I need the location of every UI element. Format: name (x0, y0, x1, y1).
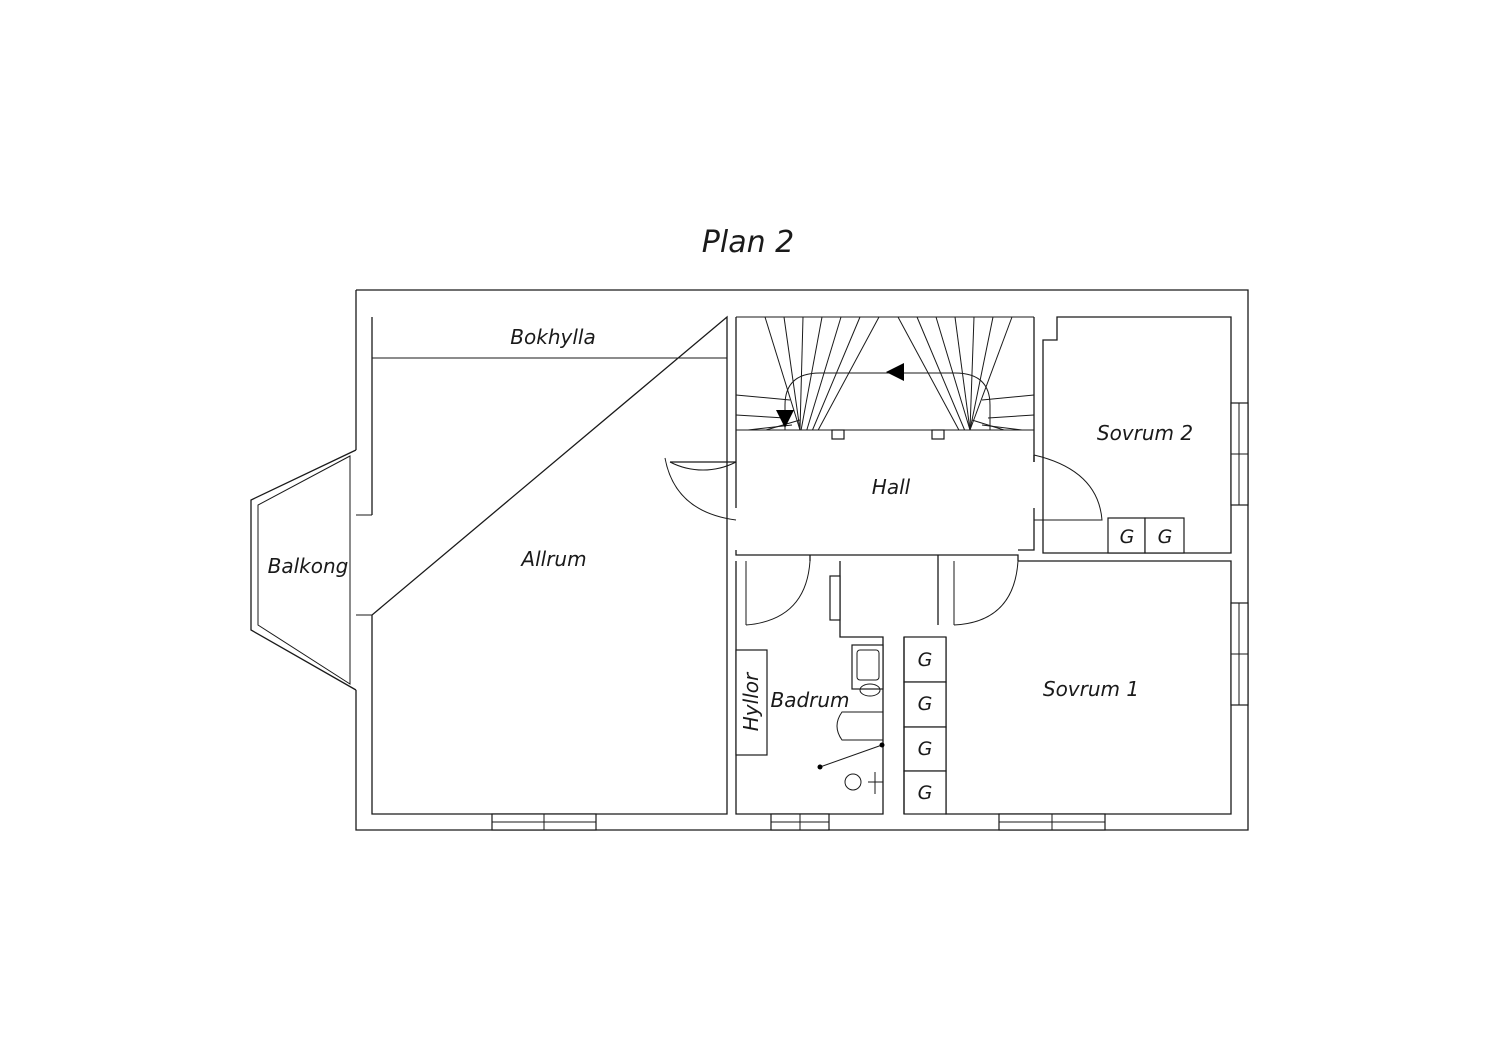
badrum-room (735, 560, 885, 831)
closet-label: G (1120, 526, 1135, 548)
outer-walls (355, 289, 1249, 831)
allrum-window (491, 813, 597, 831)
room-label-balkong: Balkong (268, 554, 349, 578)
stair-arrow-down-icon (776, 410, 794, 428)
room-label-sovrum2: Sovrum 2 (1097, 421, 1193, 445)
room-label-allrum: Allrum (519, 547, 586, 571)
plan-title: Plan 2 (702, 225, 794, 260)
staircase (735, 316, 1035, 462)
hall-walls (664, 454, 1103, 561)
balcony (250, 449, 357, 691)
closet-label: G (1158, 526, 1173, 548)
closet-label: G (918, 782, 933, 804)
room-label-sovrum1: Sovrum 1 (1043, 677, 1139, 701)
sovrum1-closets: G G G G (903, 636, 947, 815)
room-label-bokhylla: Bokhylla (510, 325, 595, 349)
closet-label: G (918, 649, 933, 671)
closet-label: G (918, 738, 933, 760)
allrum-room (356, 357, 727, 616)
room-label-badrum: Badrum (770, 688, 849, 712)
closet-label: G (918, 693, 933, 715)
sovrum2-room: G G (1042, 316, 1249, 554)
room-label-hyllor: Hyllor (739, 671, 763, 731)
stair-arrow-up-icon (886, 363, 904, 381)
sovrum1-room (937, 560, 1249, 831)
room-label-hall: Hall (872, 475, 911, 499)
